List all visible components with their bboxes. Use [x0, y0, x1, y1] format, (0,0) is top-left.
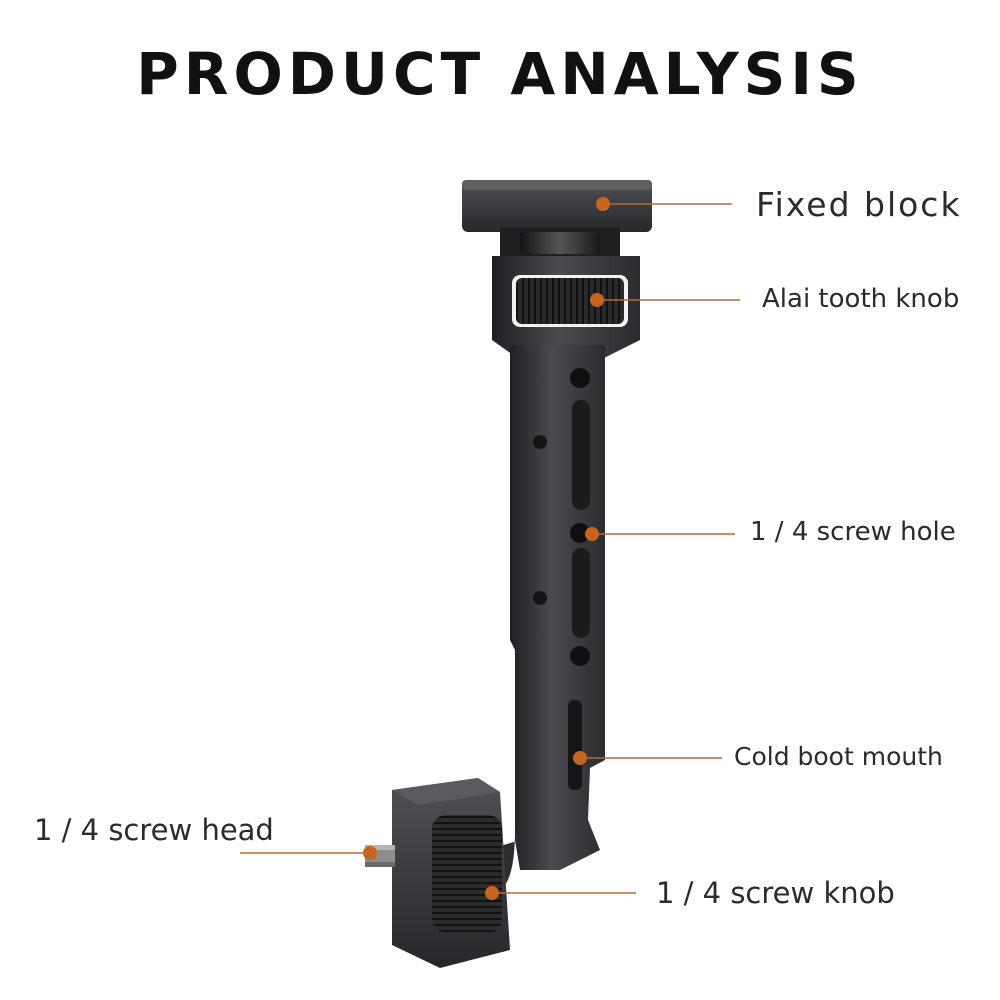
dot-screw-head — [363, 846, 377, 860]
dot-fixed-block — [596, 197, 610, 211]
screw-knob-part — [432, 815, 502, 933]
dot-screw-hole — [585, 527, 599, 541]
label-cold-boot: Cold boot mouth — [734, 742, 943, 771]
label-tooth-knob: Alai tooth knob — [762, 284, 960, 314]
dot-screw-knob — [485, 886, 499, 900]
bottom-block — [392, 778, 510, 968]
label-screw-head: 1 / 4 screw head — [34, 813, 274, 847]
dot-cold-boot — [573, 751, 587, 765]
dot-tooth-knob — [590, 293, 604, 307]
label-fixed-block: Fixed block — [756, 185, 962, 224]
clamp-frame — [492, 256, 640, 360]
upper-thread — [520, 232, 600, 254]
page-title: PRODUCT ANALYSIS — [136, 40, 864, 108]
vertical-arm — [510, 345, 605, 870]
tooth-knob-part — [516, 278, 624, 324]
fixed-block-part — [462, 180, 652, 232]
leader-lines — [240, 203, 740, 894]
label-screw-hole: 1 / 4 screw hole — [750, 517, 956, 547]
callout-dots — [363, 197, 610, 900]
label-screw-knob: 1 / 4 screw knob — [656, 876, 895, 910]
